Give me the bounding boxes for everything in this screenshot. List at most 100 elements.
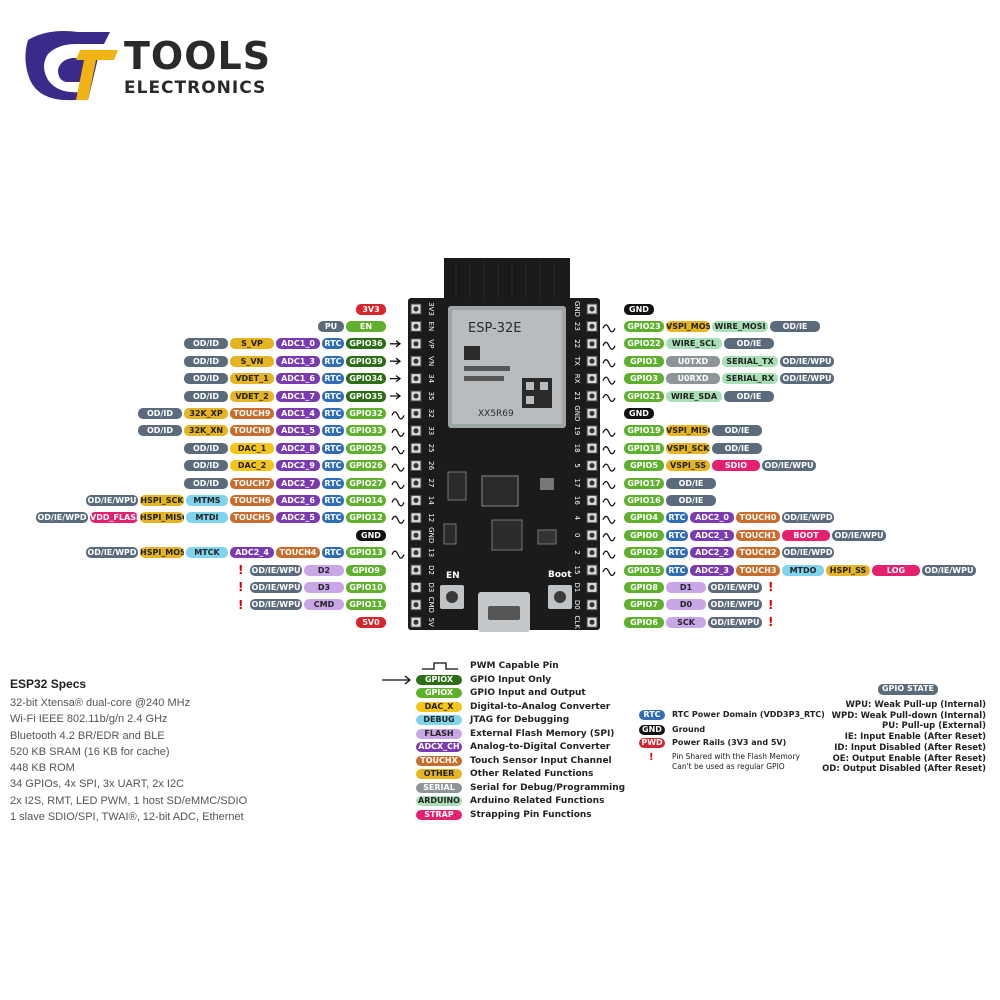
antenna-trace xyxy=(455,262,555,298)
legend-swatch: DAC_X xyxy=(416,701,462,712)
left-pin-label: GPIO25 xyxy=(346,442,386,454)
right-pin-label: TOUCH3 xyxy=(736,564,780,576)
right-pin-label: BOOT xyxy=(782,529,830,541)
right-pin-label: D0 xyxy=(666,599,706,611)
left-pin-label: OD/IE/WPD xyxy=(36,512,88,524)
left-pin-label: VDET_1 xyxy=(230,373,274,385)
right-pin-silkscreen: 18 xyxy=(573,444,581,453)
right-pin-label: OD/IE xyxy=(770,320,820,332)
right-pin-label: OD/IE/WPU xyxy=(832,529,886,541)
right-pin-silkscreen: 2 xyxy=(573,550,581,554)
left-pin-label: TOUCH6 xyxy=(230,494,274,506)
right-pin-label: GND xyxy=(624,407,654,419)
legend-swatch: ARDUINO xyxy=(416,796,462,806)
left-pin-label: GPIO32 xyxy=(346,407,386,419)
left-pin-label: ADC2_7 xyxy=(276,477,320,489)
right-pin-silkscreen: 22 xyxy=(573,339,581,348)
pwm-icon xyxy=(602,359,616,368)
left-pin-label: TOUCH9 xyxy=(230,407,274,419)
right-pin-label: VSPI_SCK xyxy=(666,442,710,454)
left-pin-label: ADC1_4 xyxy=(276,407,320,419)
left-pin-label: RTC xyxy=(322,477,344,489)
left-pin-label: OD/IE/WPU xyxy=(250,599,302,611)
right-pin-label: VSPI_MOSI xyxy=(666,320,710,332)
right-pin-label: D1 xyxy=(666,581,706,593)
right-pin-silkscreen: CLK xyxy=(573,616,581,630)
legend-label: GPIO Input Only xyxy=(470,674,552,685)
left-pin-label: OD/ID xyxy=(184,390,228,402)
legend-label: PWM Capable Pin xyxy=(470,661,559,671)
left-pin-label: GPIO26 xyxy=(346,460,386,472)
pwm-icon xyxy=(602,567,616,577)
legend-swatch: OTHER xyxy=(416,769,462,779)
legend-swatch: GPIOX xyxy=(416,688,462,698)
spec-line: Bluetooth 4.2 BR/EDR and BLE xyxy=(10,729,165,742)
left-pin-label: GPIO14 xyxy=(346,494,386,506)
right-pin-label: GPIO23 xyxy=(624,320,664,332)
right-pin-label: OD/IE/WPU xyxy=(780,373,834,385)
left-pin-label: DAC_1 xyxy=(230,442,274,454)
pwm-icon xyxy=(602,324,616,333)
right-pin-silkscreen: 21 xyxy=(573,392,581,401)
pwm-icon xyxy=(391,498,405,507)
pwm-icon xyxy=(602,376,616,385)
left-pin-label: GPIO27 xyxy=(346,477,386,489)
right-pin-silkscreen: 23 xyxy=(573,322,581,331)
legend-label: JTAG for Debugging xyxy=(470,715,570,725)
left-pin-label: 32K_XP xyxy=(184,407,228,419)
legend-label: Other Related Functions xyxy=(470,769,594,779)
left-pin-silkscreen: GND xyxy=(427,527,435,543)
left-pin-label: OD/ID xyxy=(184,460,228,472)
flash-shared-warning-icon: ! xyxy=(649,752,654,763)
legend-swatch: GND xyxy=(639,725,665,735)
right-pin-label: ADC2_3 xyxy=(690,564,734,576)
regulator-chip xyxy=(447,471,467,501)
left-pin-label: RTC xyxy=(322,338,344,350)
right-pin-label: GPIO0 xyxy=(624,529,664,541)
right-pin-silkscreen: 0 xyxy=(573,533,581,537)
left-pin-label: HSPI_MOSI xyxy=(140,547,184,559)
right-pin-label: OD/IE/WPD xyxy=(782,512,834,524)
right-pin-label: RTC xyxy=(666,547,688,559)
legend-label: Digital-to-Analog Converter xyxy=(470,701,611,712)
right-pin-label: LOG xyxy=(872,564,920,576)
left-pin-label: S_VP xyxy=(230,338,274,350)
right-pin-label: WIRE_SCL xyxy=(666,338,722,350)
left-pin-label: GPIO10 xyxy=(346,581,386,593)
right-pin-silkscreen: 15 xyxy=(573,566,581,575)
legend-label: Pin Shared with the Flash Memory xyxy=(672,752,800,761)
spec-line: 1 slave SDIO/SPI, TWAI®, 12-bit ADC, Eth… xyxy=(10,811,244,824)
gpio-state-line: OE: Output Enable (After Reset) xyxy=(832,753,986,764)
left-pin-label: ADC1_7 xyxy=(276,390,320,402)
left-pin-silkscreen: 26 xyxy=(427,461,435,470)
pwm-icon xyxy=(391,463,405,472)
left-pin-silkscreen: 32 xyxy=(427,409,435,418)
left-pin-label: VDD_FLASH xyxy=(90,512,138,524)
left-pin-label: GPIO34 xyxy=(346,373,386,385)
flash-shared-warning-icon: ! xyxy=(768,597,774,612)
left-pin-label: 3V3 xyxy=(356,303,386,315)
brand-name: TOOLS xyxy=(124,34,272,78)
right-pin-label: TOUCH1 xyxy=(736,529,780,541)
pwm-icon xyxy=(602,550,616,559)
left-pin-label: ADC1_6 xyxy=(276,373,320,385)
right-pin-label: OD/IE/WPU xyxy=(762,460,816,472)
left-pin-label: S_VN xyxy=(230,355,274,367)
right-pin-label: RTC xyxy=(666,529,688,541)
legend-swatch: PWD xyxy=(639,738,665,748)
right-pin-label: OD/IE xyxy=(724,390,774,402)
right-pin-label: OD/IE/WPU xyxy=(708,581,762,593)
module-fine-print xyxy=(464,366,510,371)
legend-swatch: TOUCHX xyxy=(416,755,462,766)
pcb-antenna xyxy=(444,258,570,302)
pwm-icon xyxy=(602,533,616,542)
gpio-state-line: OD: Output Disabled (After Reset) xyxy=(822,764,986,775)
left-pin-label: GPIO36 xyxy=(346,338,386,350)
left-pin-silkscreen: EN xyxy=(427,322,435,332)
spec-line: 32-bit Xtensa® dual-core @240 MHz xyxy=(10,697,191,709)
left-pin-label: RTC xyxy=(322,512,344,524)
